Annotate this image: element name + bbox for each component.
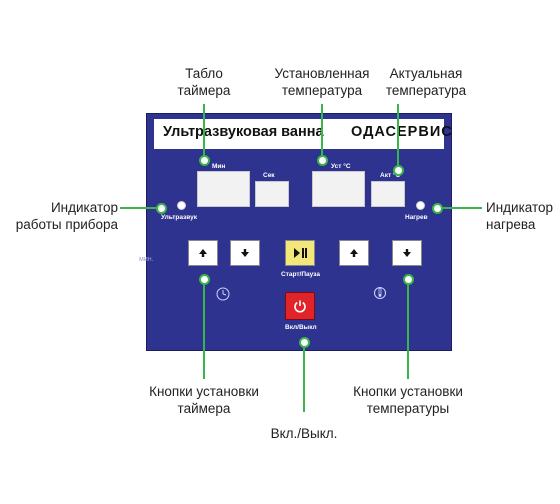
callout-act-temp: Актуальная температура xyxy=(376,65,476,99)
faint-min-label: мин. xyxy=(139,256,154,263)
timer-down-button[interactable] xyxy=(230,240,260,266)
power-label: Вкл/Выкл xyxy=(285,324,317,331)
clock-icon xyxy=(216,287,230,301)
ultrasound-label: Ультразвук xyxy=(161,214,197,221)
start-pause-label: Старт/Пауза xyxy=(281,271,320,278)
panel-title-bar xyxy=(154,119,444,149)
panel-title: Ультразвуковая ванна xyxy=(163,124,324,140)
callout-line: работы прибора xyxy=(15,217,118,232)
callout-line: температура xyxy=(281,83,363,98)
callout-line: таймера xyxy=(177,401,231,416)
callout-line: Кнопки установки xyxy=(353,384,463,399)
arrow-up-icon xyxy=(199,249,207,257)
callout-heat-indicator: Индикатор нагрева xyxy=(486,199,558,233)
marker-set-temp xyxy=(317,155,328,166)
callout-power: Вкл./Выкл. xyxy=(270,426,338,441)
marker-timer-buttons xyxy=(199,274,210,285)
timer-sec-display xyxy=(255,181,289,207)
callout-line: Индикатор xyxy=(50,200,118,215)
callout-set-temp: Установленная температура xyxy=(266,65,378,99)
marker-act-temp xyxy=(393,165,404,176)
power-button[interactable] xyxy=(285,292,315,320)
marker-temp-buttons xyxy=(403,274,414,285)
callout-temp-buttons: Кнопки установки температуры xyxy=(344,383,472,417)
arrow-up-icon xyxy=(350,249,358,257)
callout-line: Актуальная xyxy=(389,66,463,81)
callout-line: Табло xyxy=(185,66,223,81)
callout-timer-display: Табло таймера xyxy=(165,65,243,99)
sec-label: Сек xyxy=(263,172,275,179)
act-temp-display xyxy=(371,181,405,207)
brand-logo: ОДАСЕРВИС xyxy=(351,124,453,140)
callout-timer-buttons: Кнопки установки таймера xyxy=(140,383,268,417)
marker-heat-indicator xyxy=(432,203,443,214)
timer-up-button[interactable] xyxy=(188,240,218,266)
act-temp-label: Акт °С xyxy=(380,172,401,179)
timer-min-display xyxy=(197,171,250,207)
arrow-down-icon xyxy=(403,249,411,257)
callout-line: температура xyxy=(385,83,467,98)
callout-line: таймера xyxy=(177,83,231,98)
thermometer-icon xyxy=(374,287,386,299)
callout-line: Индикатор xyxy=(486,200,554,215)
temp-up-button[interactable] xyxy=(339,240,369,266)
start-pause-button[interactable] xyxy=(285,240,315,266)
callout-line: Кнопки установки xyxy=(149,384,259,399)
heating-led xyxy=(416,201,425,210)
marker-device-indicator xyxy=(156,203,167,214)
marker-power xyxy=(299,337,310,348)
arrow-down-icon xyxy=(241,249,249,257)
ultrasound-led xyxy=(177,201,186,210)
power-icon xyxy=(294,300,306,313)
callout-line: температуры xyxy=(366,401,450,416)
play-pause-icon xyxy=(294,248,307,258)
marker-timer-display xyxy=(199,155,210,166)
set-temp-label: Уст °С xyxy=(331,163,351,170)
set-temp-display xyxy=(312,171,365,207)
callout-line: Установленная xyxy=(274,66,370,81)
callout-line: нагрева xyxy=(486,217,536,232)
temp-down-button[interactable] xyxy=(392,240,422,266)
callout-device-indicator: Индикатор работы прибора xyxy=(4,199,118,233)
heating-label: Нагрев xyxy=(405,214,428,221)
min-label: Мин xyxy=(212,163,226,170)
